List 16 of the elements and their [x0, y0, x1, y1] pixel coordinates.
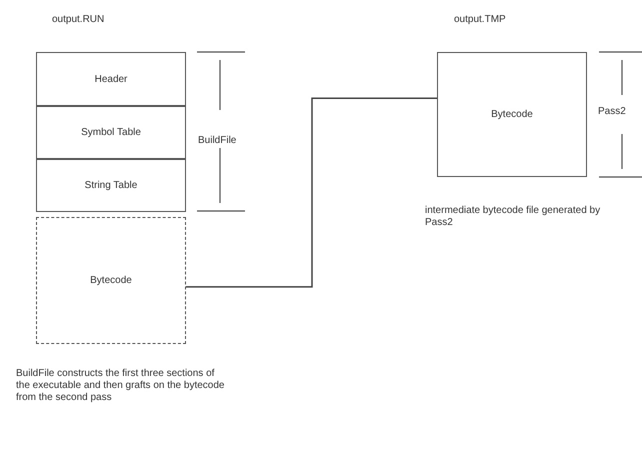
section-box [36, 52, 186, 106]
section-box [437, 52, 587, 177]
section-label: String Table [84, 180, 138, 191]
dimension-label: BuildFile [198, 135, 238, 147]
note-text: intermediate bytecode file generated by Pass2 [425, 205, 602, 229]
file-name: output.RUN [52, 14, 106, 26]
section-label: Header [94, 74, 128, 84]
file-name: output.TMP [454, 14, 507, 26]
section-label: Bytecode [90, 275, 132, 286]
note-text: BuildFile constructs the first three sections of the executable and then grafts on the bytecode from the second pass [16, 368, 226, 404]
connector-line [186, 98, 437, 288]
section-box [36, 158, 186, 212]
section-label: Symbol Table [81, 127, 141, 138]
section-box [36, 105, 186, 159]
dashed-section-box [36, 217, 186, 344]
section-label: Bytecode [491, 109, 533, 120]
